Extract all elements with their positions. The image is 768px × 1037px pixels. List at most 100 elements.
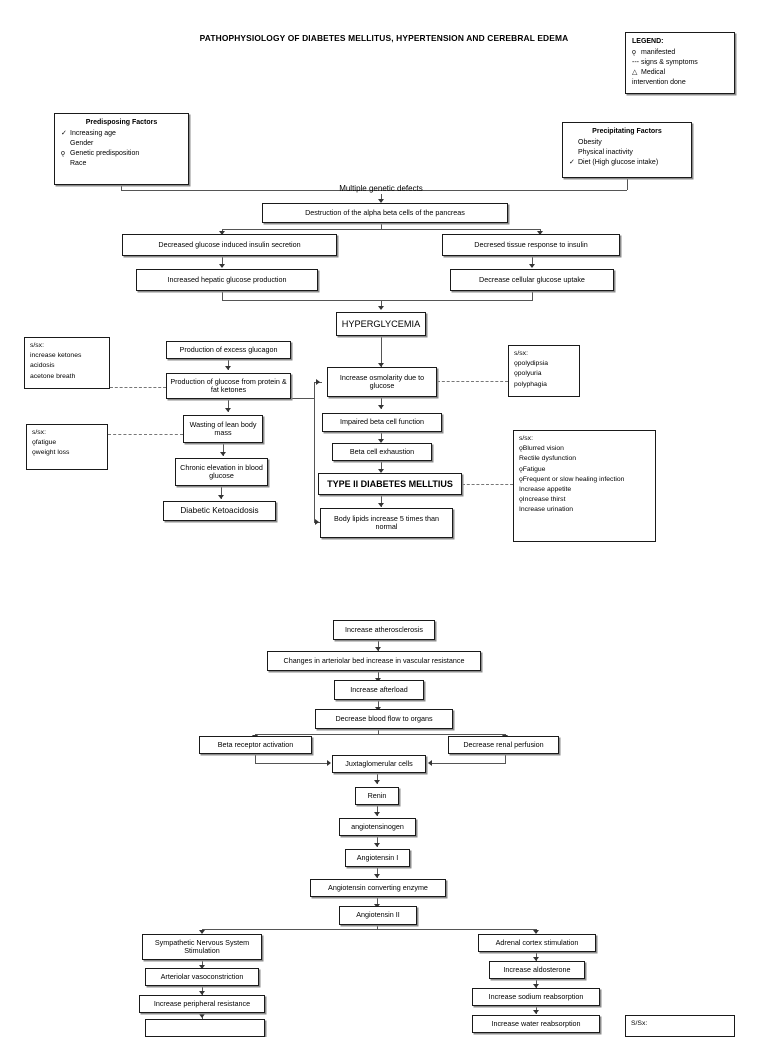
connector	[222, 291, 223, 301]
connector	[121, 185, 122, 191]
precipitating-item: Obesity	[569, 138, 685, 148]
predisposing-item: ✓Increasing age	[61, 129, 182, 139]
connector	[121, 190, 381, 191]
arrow-down	[373, 812, 380, 816]
triangle-icon: △	[632, 68, 638, 76]
arrow-down	[536, 231, 543, 235]
node-excess-glucagon: Production of excess glucagon	[166, 341, 291, 359]
node-diabetic-ketoacidosis: Diabetic Ketoacidosis	[163, 501, 276, 521]
connector	[381, 190, 627, 191]
node-angiotensin-2: Angiotensin II	[339, 906, 417, 925]
predisposing-label: Increasing age	[70, 129, 116, 137]
arrow-down	[532, 1010, 539, 1014]
dashed-connector	[462, 484, 513, 485]
connector	[255, 754, 256, 764]
sx-item: Increase urination	[519, 506, 574, 514]
precipitating-label: Diet (High glucose intake)	[578, 158, 659, 166]
arrow-down	[374, 647, 381, 651]
connector	[255, 763, 330, 764]
manifested-icon: ǫ	[61, 149, 65, 157]
connector	[377, 897, 378, 908]
legend-heading: LEGEND:	[632, 38, 664, 45]
arrow-down	[377, 503, 384, 507]
arrow-down	[377, 306, 384, 310]
node-chronic-elevation-blood-glucose: Chronic elevation in blood glucose	[175, 458, 268, 486]
node-cellular-glucose-uptake: Decrease cellular glucose uptake	[450, 269, 614, 291]
sx-fatigue-panel: s/sx: ǫfatigue ǫweight loss	[26, 424, 108, 470]
legend-item: △Medical	[632, 68, 728, 78]
node-decrease-blood-flow: Decrease blood flow to organs	[315, 709, 453, 729]
predisposing-label: Gender	[70, 139, 94, 147]
node-bottom-left-clipped	[145, 1019, 265, 1037]
connector	[314, 382, 315, 522]
node-multiple-genetic-defects: Multiple genetic defects	[339, 184, 423, 193]
connector	[222, 229, 540, 230]
arrow-right	[316, 378, 320, 385]
node-increase-water-reabsorption: Increase water reabsorption	[472, 1015, 600, 1033]
node-decrease-renal-perfusion: Decrease renal perfusion	[448, 736, 559, 754]
sx-polys-panel: s/sx: ǫpolydipsia ǫpolyuria polyphagia	[508, 345, 580, 397]
connector	[378, 729, 379, 735]
node-renin: Renin	[355, 787, 399, 805]
legend-marker-dashed: ---	[632, 58, 639, 66]
sx-heading: s/sx:	[514, 350, 528, 357]
arrow-right	[315, 518, 319, 525]
arrow-down	[198, 991, 205, 995]
connector	[377, 805, 378, 816]
node-wasting-lean-body-mass: Wasting of lean body mass	[183, 415, 263, 443]
connector	[381, 300, 382, 309]
node-body-lipids-increase: Body lipids increase 5 times than normal	[320, 508, 453, 538]
page-title: PATHOPHYSIOLOGY OF DIABETES MELLITUS, HY…	[199, 33, 569, 43]
dashed-connector	[108, 434, 183, 435]
connector	[381, 495, 382, 507]
connector	[532, 291, 533, 301]
connector	[222, 256, 223, 267]
sx-item: polyphagia	[514, 380, 547, 388]
sx-item: ǫIncrease thirst	[519, 496, 566, 504]
connector	[228, 359, 229, 370]
node-adrenal-cortex-stimulation: Adrenal cortex stimulation	[478, 934, 596, 952]
connector	[223, 443, 224, 456]
sx-type2-panel: s/sx: ǫBlurred vision Rectile dysfunctio…	[513, 430, 656, 542]
sx-heading: S/Sx:	[631, 1020, 648, 1027]
legend-item: ---signs & symptoms	[632, 58, 728, 68]
connector	[255, 734, 505, 735]
arrow-down	[198, 1014, 205, 1018]
connector	[505, 754, 506, 764]
connector	[202, 960, 203, 969]
connector	[432, 763, 505, 764]
predisposing-label: Race	[70, 159, 87, 167]
node-type-2-diabetes: TYPE II DIABETES MELLTIUS	[318, 473, 462, 495]
predisposing-item: Gender	[61, 139, 182, 149]
connector	[377, 867, 378, 878]
node-hepatic-glucose-production: Increased hepatic glucose production	[136, 269, 318, 291]
legend-item: intervention done	[632, 78, 728, 88]
connector	[202, 929, 536, 930]
dashed-connector	[437, 381, 508, 382]
node-beta-cell-exhaustion: Beta cell exhaustion	[332, 443, 432, 461]
legend-label: intervention done	[632, 78, 686, 86]
node-arteriolar-bed-changes: Changes in arteriolar bed increase in va…	[267, 651, 481, 671]
node-destruction-pancreas: Destruction of the alpha beta cells of t…	[262, 203, 508, 223]
arrow-down	[219, 452, 226, 456]
arrow-down	[198, 965, 205, 969]
connector	[228, 399, 229, 412]
arrow-down	[373, 843, 380, 847]
connector	[532, 256, 533, 267]
arrow-down	[532, 930, 539, 934]
arrow-down	[217, 495, 224, 499]
legend-label: manifested	[641, 48, 676, 56]
connector	[222, 300, 532, 301]
connector	[381, 461, 382, 472]
sx-item: ǫFrequent or slow healing infection	[519, 475, 625, 483]
arrow-down	[224, 366, 231, 370]
sx-item: Increase appetite	[519, 485, 572, 493]
node-impaired-beta-cell-function: Impaired beta cell function	[322, 413, 442, 432]
predisposing-heading: Predisposing Factors	[85, 119, 158, 126]
sx-ketones-panel: s/sx: increase ketones acidosis acetone …	[24, 337, 110, 389]
connector	[378, 700, 379, 711]
precipitating-heading: Precipitating Factors	[592, 128, 662, 135]
legend-label: signs & symptoms	[641, 58, 698, 66]
